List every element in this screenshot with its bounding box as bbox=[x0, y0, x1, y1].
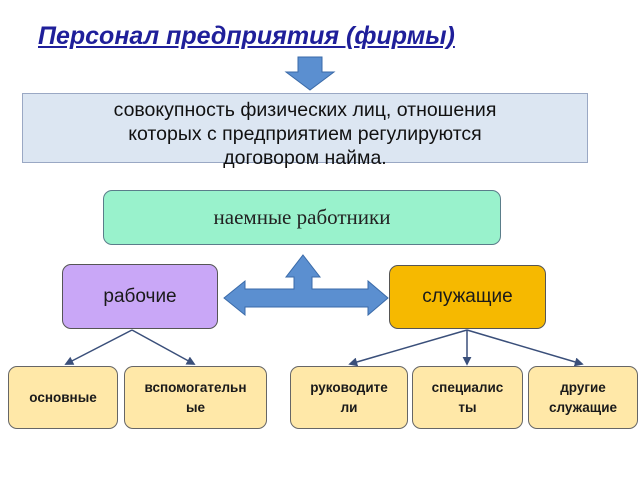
leaf-auxiliary-line-1: вспомогательн bbox=[144, 379, 247, 395]
connector-workers-main bbox=[64, 329, 133, 365]
leaf-specialists-line-2: ты bbox=[458, 399, 477, 415]
leaf-managers-line-2: ли bbox=[340, 399, 358, 415]
leaf-managers-line-1: руководите bbox=[310, 379, 388, 395]
definition-line-3: договором найма. bbox=[223, 147, 387, 169]
workers-label: рабочие bbox=[103, 285, 177, 307]
officials-node: служащие bbox=[389, 265, 546, 329]
leaf-auxiliary-line-2: ые bbox=[185, 399, 206, 415]
down-arrow-icon bbox=[284, 56, 336, 91]
employees-node: наемные работники bbox=[103, 190, 501, 245]
leaf-others-line-2: служащие bbox=[548, 399, 618, 415]
officials-label: служащие bbox=[422, 286, 513, 307]
connector-officials-others bbox=[466, 329, 584, 367]
leaf-other-officials: другие служащие bbox=[528, 366, 638, 429]
leaf-main-label: основные bbox=[29, 389, 97, 405]
leaf-specialists: специалис ты bbox=[412, 366, 523, 429]
leaf-specialists-line-1: специалис bbox=[431, 379, 504, 395]
definition-box bbox=[22, 93, 588, 163]
leaf-managers: руководите ли bbox=[290, 366, 408, 429]
definition-text: совокупность физических лиц, отношения к… bbox=[22, 98, 588, 170]
definition-line-2: которых с предприятием регулируются bbox=[128, 123, 482, 145]
definition-line-1: совокупность физических лиц, отношения bbox=[113, 99, 497, 121]
diagram-title: Персонал предприятия (фирмы) bbox=[38, 22, 455, 50]
leaf-others-line-1: другие bbox=[560, 379, 606, 395]
leaf-main-workers: основные bbox=[8, 366, 118, 429]
connector-workers-auxiliary bbox=[131, 329, 196, 365]
three-way-arrow-icon bbox=[223, 254, 389, 317]
employees-label: наемные работники bbox=[213, 205, 391, 229]
connector-officials-managers bbox=[348, 329, 468, 367]
leaf-auxiliary-workers: вспомогательн ые bbox=[124, 366, 267, 429]
workers-node: рабочие bbox=[62, 264, 218, 329]
